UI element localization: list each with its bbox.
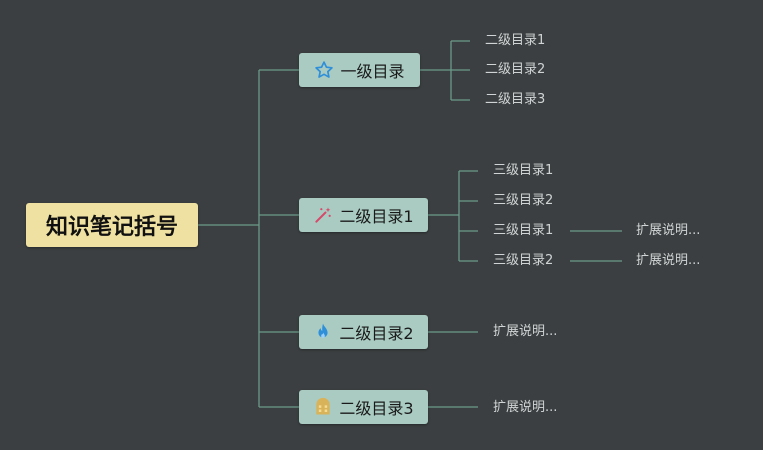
- note-item[interactable]: 扩展说明...: [636, 223, 701, 238]
- branch-node-4[interactable]: 二级目录3: [299, 390, 428, 424]
- branch-node-3[interactable]: 二级目录2: [299, 315, 428, 349]
- branch-node-1[interactable]: 一级目录: [299, 53, 420, 87]
- list-item[interactable]: 二级目录2: [485, 62, 546, 77]
- star-icon: [314, 60, 334, 80]
- branch-node-2[interactable]: 二级目录1: [299, 198, 428, 232]
- branch-label-4: 二级目录3: [339, 399, 414, 418]
- branch-label-1: 一级目录: [340, 62, 405, 81]
- root-node[interactable]: 知识笔记括号: [26, 203, 198, 247]
- note-item[interactable]: 扩展说明...: [636, 253, 701, 268]
- list-item[interactable]: 三级目录2: [493, 193, 554, 208]
- root-label: 知识笔记括号: [45, 215, 178, 240]
- building-icon: [313, 397, 333, 417]
- list-item[interactable]: 二级目录3: [485, 92, 546, 107]
- note-item[interactable]: 扩展说明...: [493, 400, 558, 415]
- branch-label-3: 二级目录2: [339, 324, 414, 343]
- flame-icon: [313, 322, 333, 342]
- list-item[interactable]: 三级目录1: [493, 223, 554, 238]
- magic-wand-icon: [313, 205, 333, 225]
- note-item[interactable]: 扩展说明...: [493, 324, 558, 339]
- list-item[interactable]: 三级目录2: [493, 253, 554, 268]
- list-item[interactable]: 二级目录1: [485, 33, 546, 48]
- branch-label-2: 二级目录1: [339, 207, 414, 226]
- list-item[interactable]: 三级目录1: [493, 163, 554, 178]
